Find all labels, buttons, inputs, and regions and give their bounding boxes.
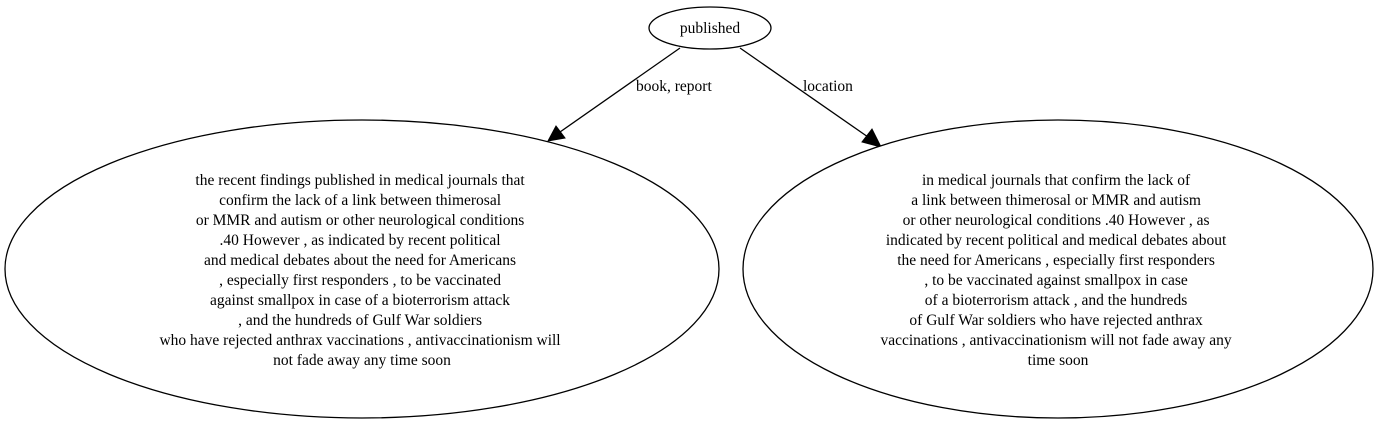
edge-label-location: location xyxy=(803,78,853,95)
node-left-line: or MMR and autism or other neurological … xyxy=(196,212,524,229)
node-left-line: confirm the lack of a link between thime… xyxy=(219,192,501,209)
node-left-line: , especially first responders , to be va… xyxy=(219,272,501,289)
edge-line-right xyxy=(739,47,869,138)
edge-line-left xyxy=(559,47,681,133)
node-left-line: not fade away any time soon xyxy=(273,352,451,369)
node-right-line: in medical journals that confirm the lac… xyxy=(922,172,1191,189)
node-left-line: who have rejected anthrax vaccinations ,… xyxy=(159,332,560,349)
node-right-line: the need for Americans , especially firs… xyxy=(897,252,1215,269)
node-published: published xyxy=(648,6,772,50)
node-right-line: of a bioterrorism attack , and the hundr… xyxy=(925,292,1188,309)
node-published-shape xyxy=(648,6,772,50)
node-left-line: .40 However , as indicated by recent pol… xyxy=(220,232,501,249)
node-published-label: published xyxy=(680,20,741,37)
node-left-line: the recent findings published in medical… xyxy=(195,172,525,189)
arrow-head-right xyxy=(861,128,882,148)
node-left: the recent findings published in medical… xyxy=(4,119,720,419)
node-left-line: , and the hundreds of Gulf War soldiers xyxy=(238,312,482,329)
node-left-line: against smallpox in case of a bioterrori… xyxy=(210,292,510,309)
edge-book-report: book, report xyxy=(547,47,712,142)
node-right-line: , to be vaccinated against smallpox in c… xyxy=(924,272,1188,289)
node-right-line: of Gulf War soldiers who have rejected a… xyxy=(909,312,1203,329)
node-right-line: vaccinations , antivaccinationism will n… xyxy=(880,332,1231,349)
edge-label-book-report: book, report xyxy=(636,78,712,95)
node-right-shape xyxy=(742,119,1374,419)
node-left-shape xyxy=(4,119,720,419)
node-right-line: a link between thimerosal or MMR and aut… xyxy=(911,192,1201,209)
node-right-line: or other neurological conditions .40 How… xyxy=(903,212,1210,229)
node-right-text: in medical journals that confirm the lac… xyxy=(880,172,1235,369)
arrow-head-left xyxy=(547,125,566,142)
node-left-line: and medical debates about the need for A… xyxy=(204,252,516,269)
edge-location: location xyxy=(739,47,882,148)
node-left-text: the recent findings published in medical… xyxy=(159,172,564,369)
node-right: in medical journals that confirm the lac… xyxy=(742,119,1374,419)
node-right-line: time soon xyxy=(1028,352,1089,369)
node-right-line: indicated by recent political and medica… xyxy=(886,232,1227,249)
